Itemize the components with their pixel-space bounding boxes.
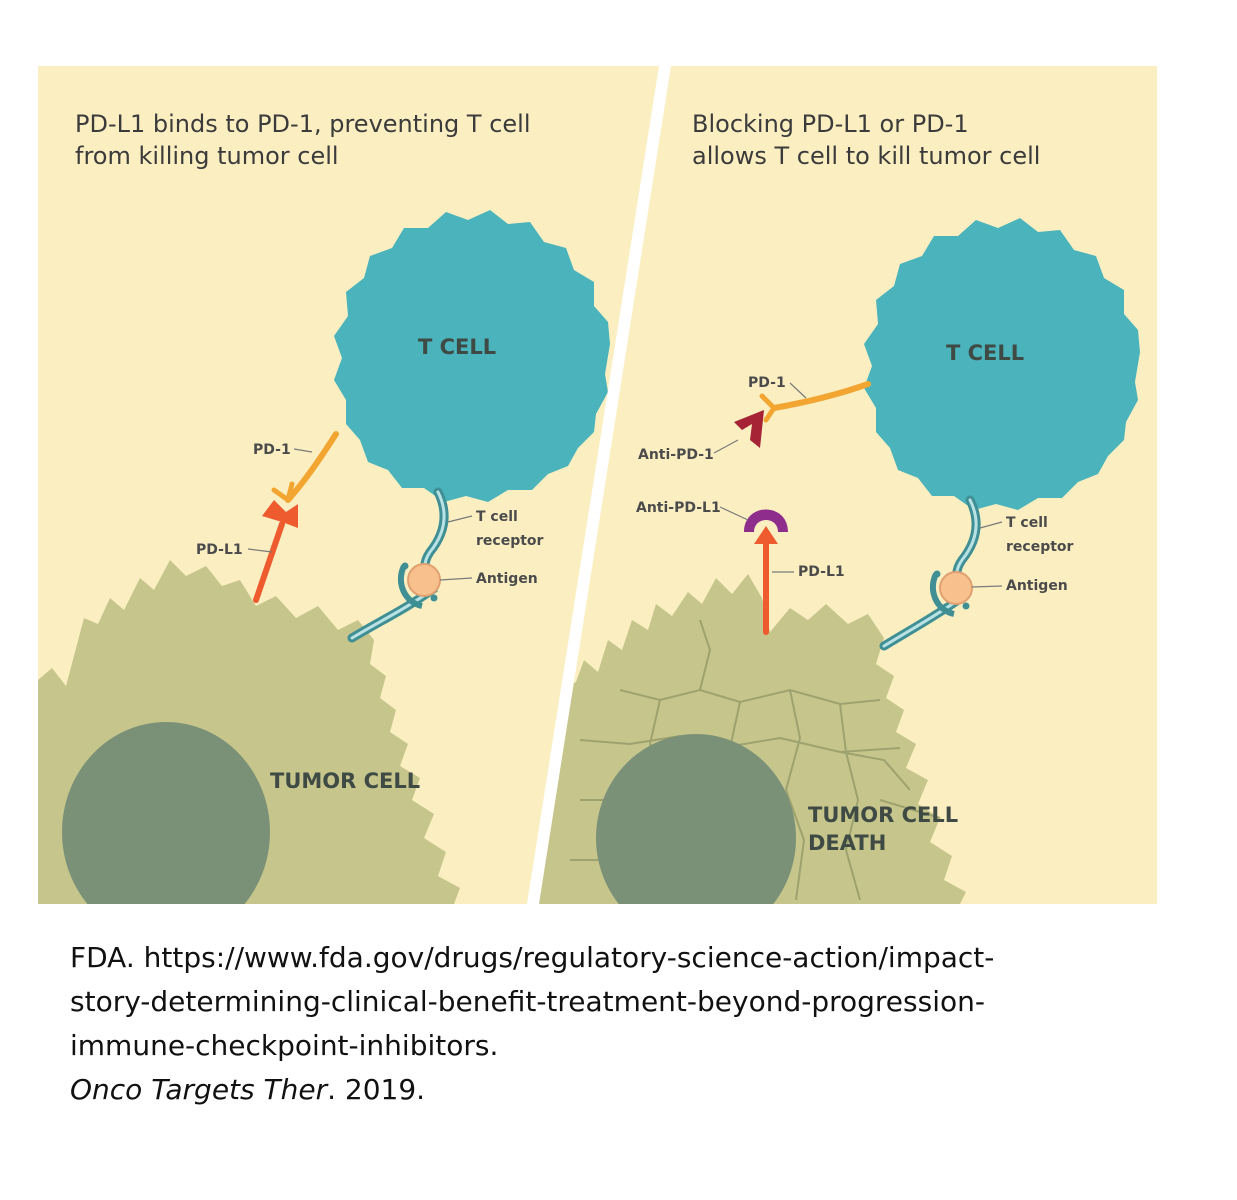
antigen [407,563,441,597]
journal-name: Onco Targets Ther [70,1073,328,1106]
anti-pd-1 [734,410,764,448]
citation-year: . 2019. [327,1073,426,1106]
right-heading-line2: allows T cell to kill tumor cell [692,142,1040,170]
left-tcr-label-line2: receptor [476,533,544,549]
left-heading-line1: PD-L1 binds to PD-1, preventing T cell [75,110,530,138]
left-t-cell-label: T CELL [418,335,496,359]
left-heading-line2: from killing tumor cell [75,142,339,170]
right-t-cell-label: T CELL [946,341,1024,365]
pd-l1 [253,521,285,603]
right-anti-pd1-label: Anti-PD-1 [638,447,714,463]
right-tumor-label-line1: TUMOR CELL [808,803,958,827]
left-panel: PD-L1 binds to PD-1, preventing T cell f… [38,66,659,904]
citation-caption: FDA. https://www.fda.gov/drugs/regulator… [70,936,1210,1112]
left-tumor-cell-label: TUMOR CELL [270,769,420,793]
right-tcr-label-line2: receptor [1006,539,1074,555]
antigen [939,571,973,605]
anti-pd-l1 [744,509,788,532]
tumor-nucleus [62,722,270,904]
citation-line-4: Onco Targets Ther. 2019. [70,1068,1210,1112]
dying-tumor-nucleus [596,734,796,904]
right-pd1-label: PD-1 [748,375,786,391]
left-antigen-label: Antigen [476,571,538,587]
right-anti-pdl1-label: Anti-PD-L1 [636,500,721,516]
citation-line-3: immune-checkpoint-inhibitors. [70,1029,499,1062]
t-cell [334,210,610,502]
pd-1 [771,381,871,411]
pd-1 [285,431,339,503]
citation-line-1: FDA. https://www.fda.gov/drugs/regulator… [70,941,995,974]
left-pdl1-label: PD-L1 [196,542,243,558]
right-tcr-label-line1: T cell [1006,515,1048,531]
right-heading-line1: Blocking PD-L1 or PD-1 [692,110,969,138]
right-tumor-label-line2: DEATH [808,831,886,855]
left-pd1-label: PD-1 [253,442,291,458]
left-tcr-label-line1: T cell [476,509,518,525]
t-cell [864,218,1140,510]
right-pdl1-label: PD-L1 [798,564,845,580]
right-antigen-label: Antigen [1006,578,1068,594]
right-panel: Blocking PD-L1 or PD-1 allows T cell to … [539,66,1157,904]
citation-line-2: story-determining-clinical-benefit-treat… [70,985,985,1018]
